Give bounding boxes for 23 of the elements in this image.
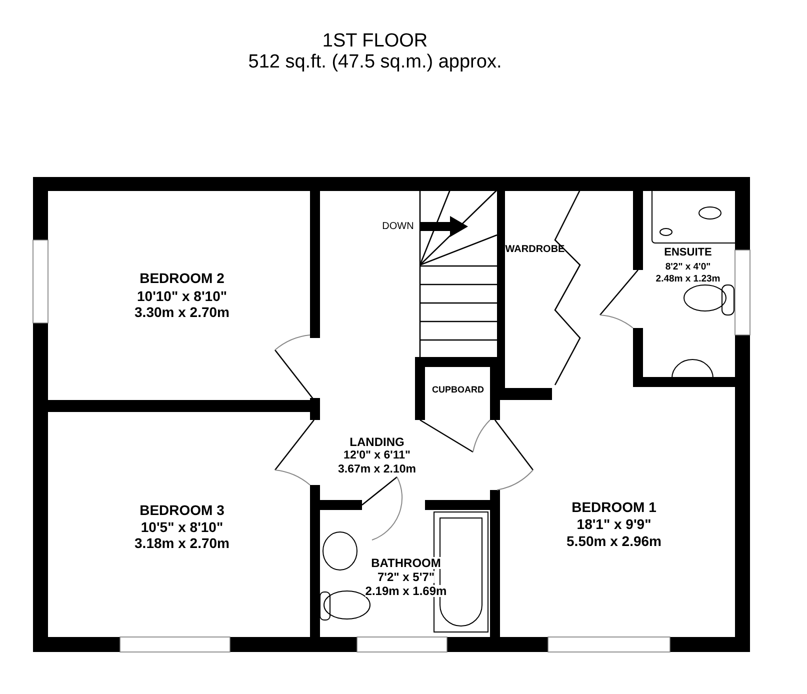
room-dimensions: 2.19m x 1.69m xyxy=(365,585,447,597)
room-name: ENSUITE xyxy=(664,248,712,258)
room-name: WARDROBE xyxy=(505,245,565,255)
room-dimensions: 3.18m x 2.70m xyxy=(134,536,230,550)
room-dimensions: 18'1" x 9'9" xyxy=(576,517,652,531)
area-note: 512 sq.ft. (47.5 sq.m.) approx. xyxy=(248,52,502,72)
room-dimensions: 3.30m x 2.70m xyxy=(134,305,230,319)
room-dimensions: 5.50m x 2.96m xyxy=(566,534,662,548)
room-dimensions: 10'5" x 8'10" xyxy=(140,520,224,534)
room-dimensions: 10'10" x 8'10" xyxy=(137,289,227,303)
room-name: LANDING xyxy=(350,436,404,448)
plan-title: 1ST FLOOR xyxy=(322,32,428,50)
room-name: BEDROOM 3 xyxy=(140,503,224,517)
room-dimensions: 8'2" x 4'0" xyxy=(665,262,711,272)
room-name: BEDROOM 1 xyxy=(572,500,656,514)
room-dimensions: 2.48m x 1.23m xyxy=(656,274,720,284)
room-name: BATHROOM xyxy=(371,557,441,569)
room-name: BEDROOM 2 xyxy=(140,271,224,285)
room-dimensions: 12'0" x 6'11" xyxy=(344,450,410,462)
room-name: CUPBOARD xyxy=(432,386,484,394)
room-dimensions: 3.67m x 2.10m xyxy=(338,464,416,476)
room-dimensions: 7'2" x 5'7" xyxy=(377,571,435,583)
direction-label: DOWN xyxy=(382,222,414,232)
